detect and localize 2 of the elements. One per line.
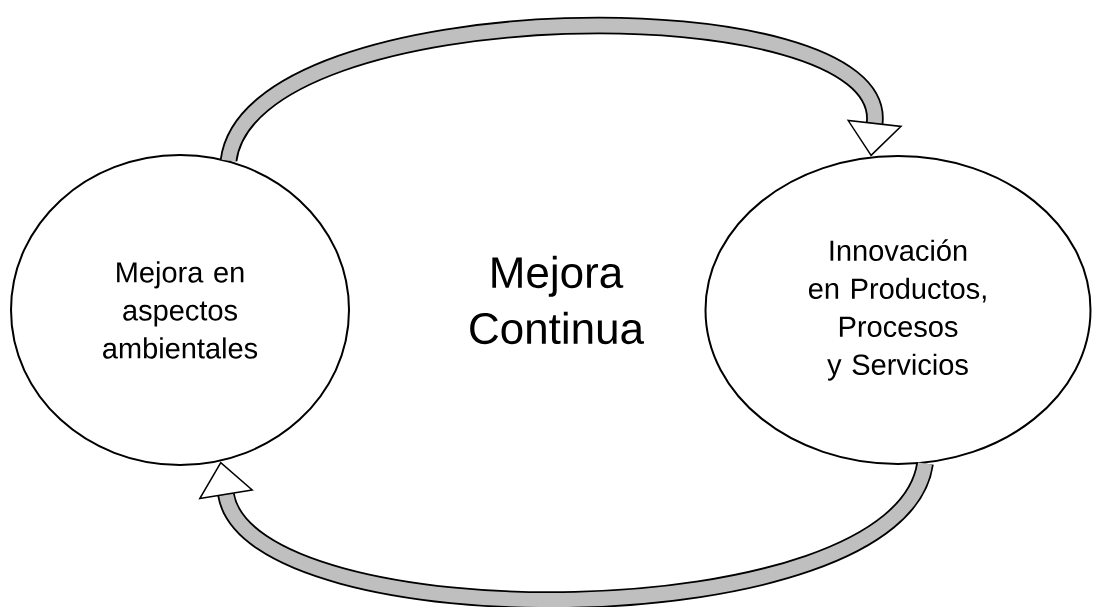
curved-arrow xyxy=(198,459,934,607)
center-text: Mejora Continua xyxy=(470,255,645,345)
